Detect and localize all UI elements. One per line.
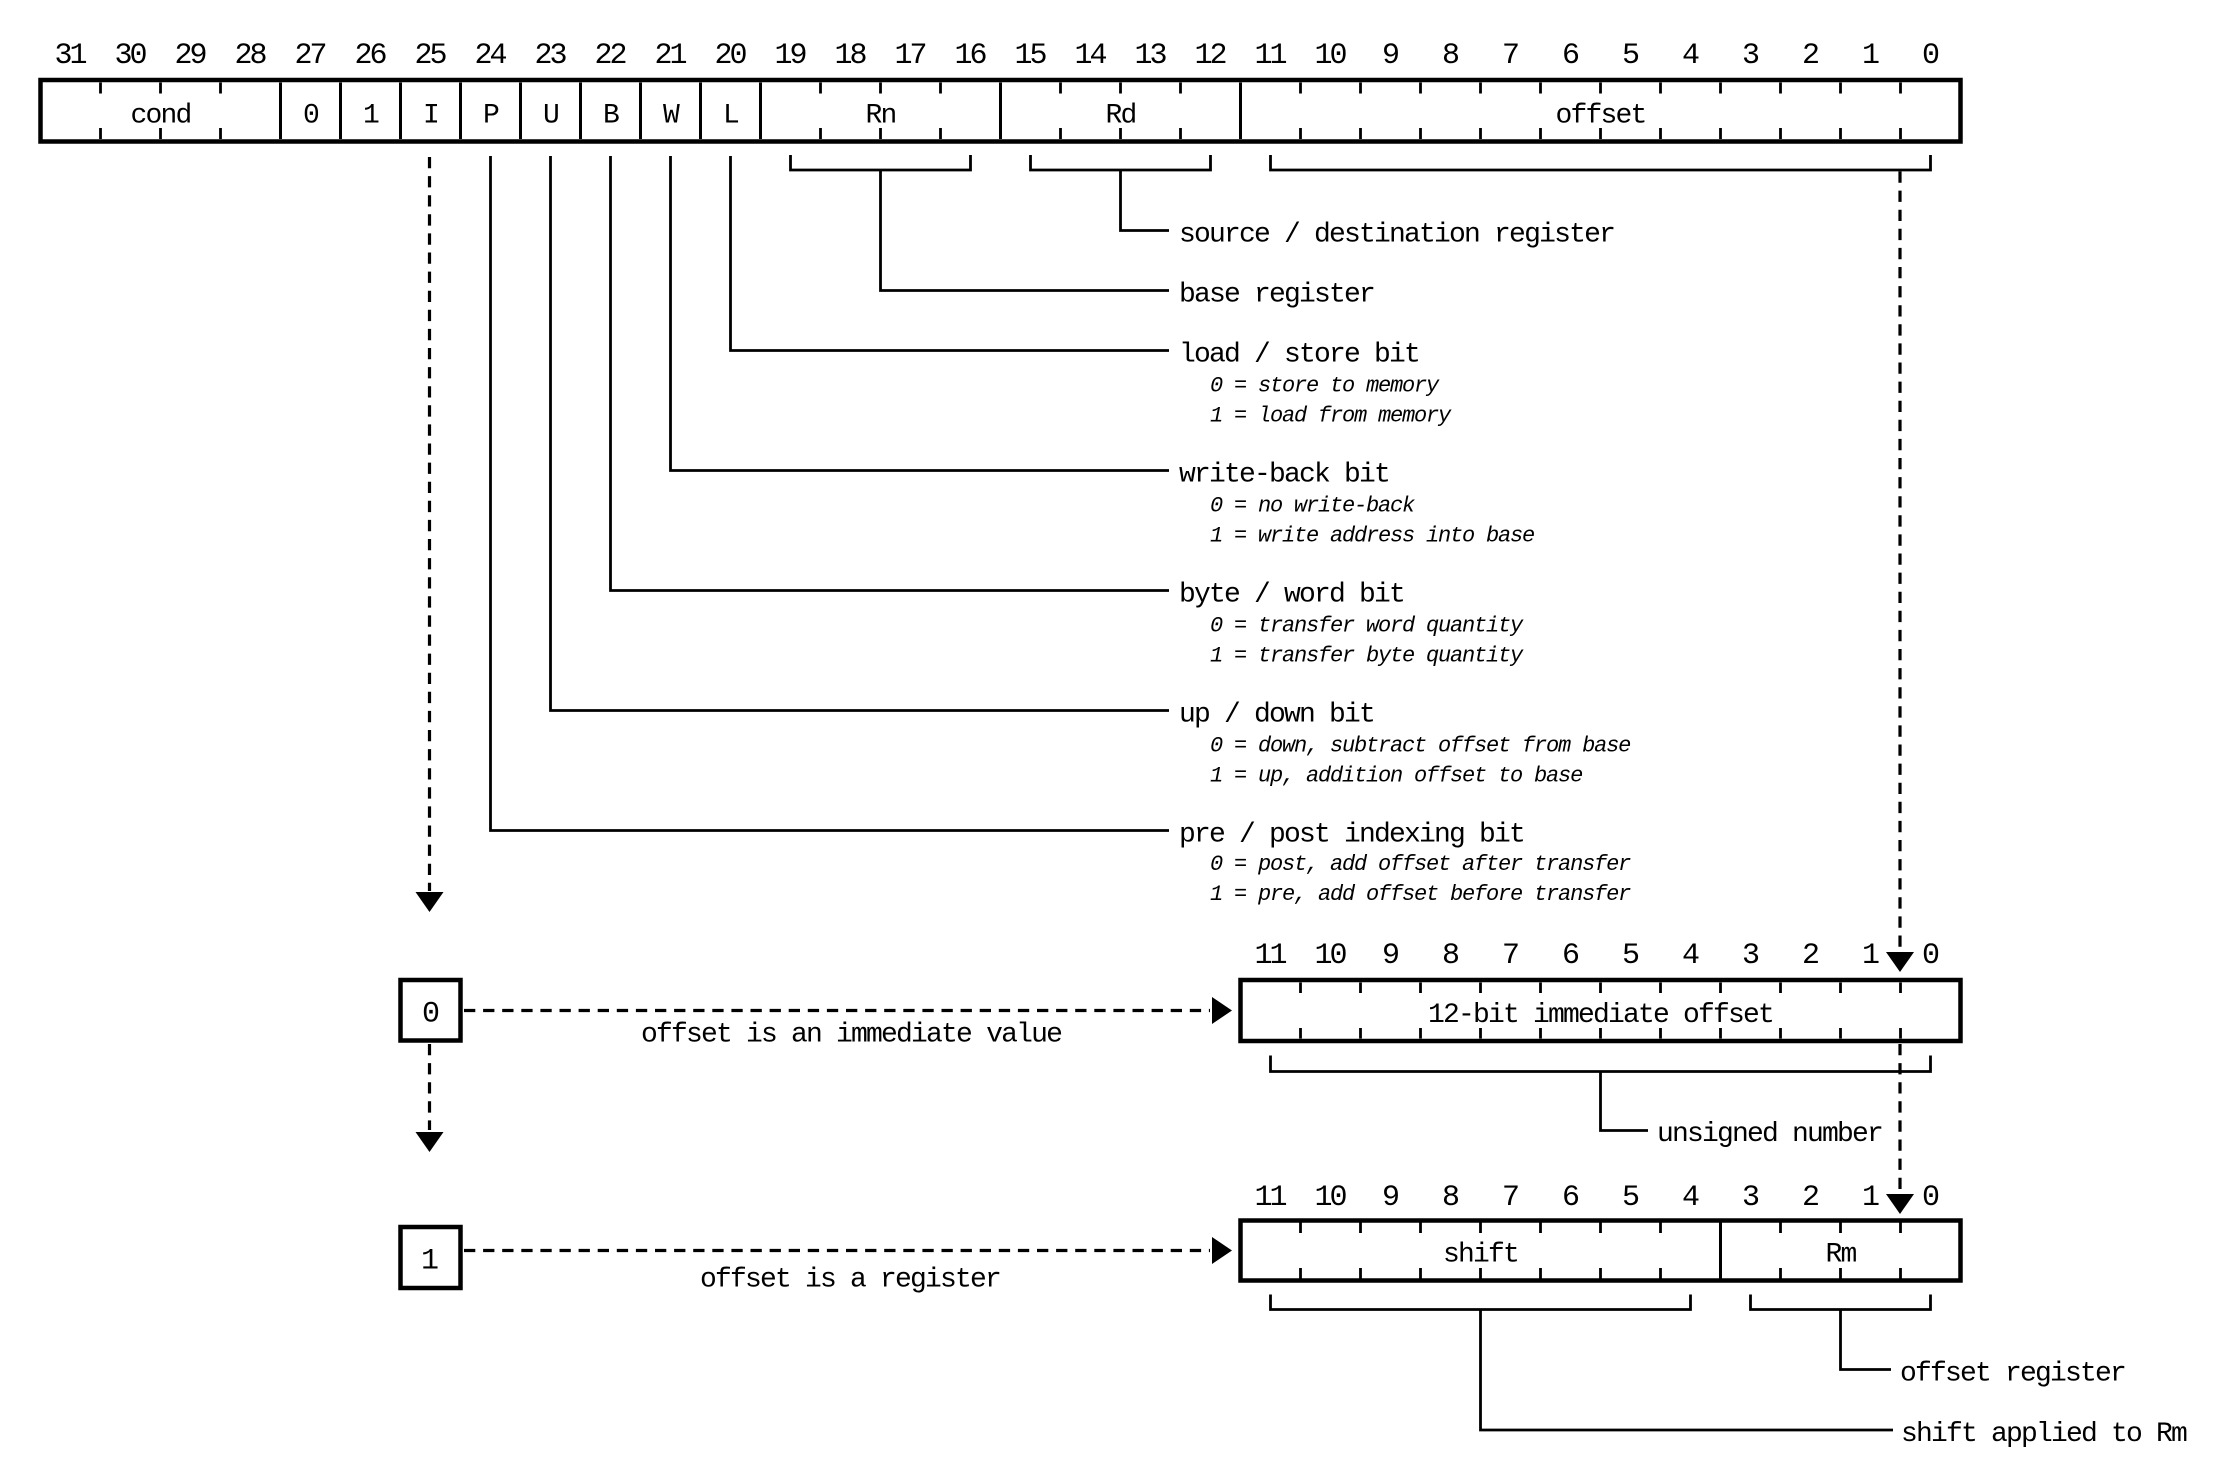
svg-text:8: 8 — [1442, 1181, 1459, 1215]
svg-text:write-back bit: write-back bit — [1179, 460, 1389, 491]
svg-text:6: 6 — [1562, 39, 1579, 73]
svg-text:23: 23 — [534, 39, 566, 73]
svg-text:1 = transfer byte quantity: 1 = transfer byte quantity — [1210, 644, 1524, 669]
svg-text:U: U — [543, 101, 558, 132]
svg-text:offset is a register: offset is a register — [700, 1265, 1000, 1296]
svg-text:8: 8 — [1442, 39, 1459, 73]
svg-text:4: 4 — [1682, 939, 1699, 973]
svg-text:29: 29 — [174, 39, 205, 73]
svg-text:1: 1 — [363, 101, 379, 132]
svg-text:0 = store to memory: 0 = store to memory — [1210, 374, 1440, 399]
svg-text:I: I — [423, 101, 438, 132]
svg-text:1: 1 — [1862, 939, 1879, 973]
svg-text:offset is an immediate value: offset is an immediate value — [641, 1020, 1061, 1051]
svg-text:1: 1 — [1862, 39, 1879, 73]
svg-text:shift: shift — [1443, 1240, 1518, 1271]
svg-text:6: 6 — [1562, 939, 1579, 973]
svg-text:up / down bit: up / down bit — [1179, 700, 1374, 731]
svg-text:22: 22 — [594, 39, 625, 73]
svg-text:12: 12 — [1194, 39, 1225, 73]
svg-text:11: 11 — [1254, 1181, 1286, 1215]
svg-text:0 = no write-back: 0 = no write-back — [1210, 494, 1415, 519]
svg-text:26: 26 — [354, 39, 386, 73]
svg-text:1 = write address into base: 1 = write address into base — [1210, 524, 1534, 549]
svg-text:10: 10 — [1314, 39, 1346, 73]
svg-text:25: 25 — [414, 39, 446, 73]
svg-text:16: 16 — [954, 39, 986, 73]
svg-text:1 = up, addition offset to bas: 1 = up, addition offset to base — [1210, 764, 1582, 789]
svg-text:0: 0 — [1922, 1181, 1939, 1215]
svg-text:1 = pre, add offset before tra: 1 = pre, add offset before transfer — [1210, 882, 1631, 907]
svg-text:0: 0 — [303, 101, 319, 132]
svg-text:3: 3 — [1742, 39, 1759, 73]
svg-text:P: P — [483, 101, 499, 132]
svg-text:19: 19 — [774, 39, 805, 73]
svg-text:offset register: offset register — [1900, 1359, 2125, 1390]
svg-text:12-bit immediate offset: 12-bit immediate offset — [1428, 1000, 1773, 1031]
svg-text:4: 4 — [1682, 39, 1699, 73]
svg-text:5: 5 — [1622, 39, 1639, 73]
svg-text:1: 1 — [1862, 1181, 1879, 1215]
svg-text:10: 10 — [1314, 939, 1346, 973]
svg-text:7: 7 — [1502, 939, 1518, 973]
svg-text:24: 24 — [474, 39, 506, 73]
svg-text:Rm: Rm — [1825, 1240, 1856, 1271]
svg-text:7: 7 — [1502, 1181, 1518, 1215]
svg-text:21: 21 — [654, 39, 686, 73]
svg-text:0 = post, add offset after tra: 0 = post, add offset after transfer — [1210, 852, 1631, 877]
svg-text:unsigned number: unsigned number — [1657, 1119, 1882, 1150]
svg-text:4: 4 — [1682, 1181, 1699, 1215]
svg-text:0: 0 — [1922, 939, 1939, 973]
svg-text:3: 3 — [1742, 939, 1759, 973]
svg-text:0 = down, subtract offset from: 0 = down, subtract offset from base — [1210, 734, 1630, 759]
svg-text:28: 28 — [234, 39, 266, 73]
svg-text:L: L — [723, 101, 739, 132]
svg-text:13: 13 — [1134, 39, 1166, 73]
svg-text:27: 27 — [294, 39, 325, 73]
svg-text:Rn: Rn — [865, 101, 895, 132]
svg-text:15: 15 — [1014, 39, 1046, 73]
svg-text:1 = load from memory: 1 = load from memory — [1210, 404, 1452, 429]
svg-text:14: 14 — [1074, 39, 1106, 73]
svg-text:6: 6 — [1562, 1181, 1579, 1215]
svg-text:31: 31 — [54, 39, 86, 73]
svg-text:Rd: Rd — [1105, 101, 1135, 132]
svg-text:offset: offset — [1555, 101, 1645, 132]
svg-text:17: 17 — [894, 39, 925, 73]
svg-text:1: 1 — [421, 1245, 438, 1279]
svg-text:0 = transfer word quantity: 0 = transfer word quantity — [1210, 614, 1524, 639]
svg-text:9: 9 — [1382, 1181, 1398, 1215]
svg-text:9: 9 — [1382, 939, 1398, 973]
svg-text:cond: cond — [130, 101, 190, 132]
svg-text:2: 2 — [1802, 939, 1818, 973]
svg-text:20: 20 — [714, 39, 746, 73]
svg-text:30: 30 — [114, 39, 146, 73]
svg-text:8: 8 — [1442, 939, 1459, 973]
svg-text:11: 11 — [1254, 39, 1286, 73]
svg-text:5: 5 — [1622, 1181, 1639, 1215]
svg-text:2: 2 — [1802, 39, 1818, 73]
svg-text:7: 7 — [1502, 39, 1518, 73]
svg-text:9: 9 — [1382, 39, 1398, 73]
svg-text:load / store bit: load / store bit — [1179, 340, 1419, 371]
svg-text:10: 10 — [1314, 1181, 1346, 1215]
svg-text:11: 11 — [1254, 939, 1286, 973]
svg-text:base register: base register — [1179, 280, 1374, 311]
svg-text:3: 3 — [1742, 1181, 1759, 1215]
svg-text:shift applied to Rm: shift applied to Rm — [1901, 1419, 2187, 1450]
svg-text:byte / word bit: byte / word bit — [1179, 580, 1404, 611]
svg-text:0: 0 — [422, 998, 439, 1032]
svg-text:0: 0 — [1922, 39, 1939, 73]
svg-text:W: W — [663, 101, 680, 132]
svg-text:pre / post indexing bit: pre / post indexing bit — [1179, 820, 1524, 851]
svg-text:18: 18 — [834, 39, 866, 73]
svg-text:2: 2 — [1802, 1181, 1818, 1215]
svg-text:source / destination register: source / destination register — [1179, 220, 1614, 251]
svg-text:5: 5 — [1622, 939, 1639, 973]
svg-text:B: B — [603, 101, 619, 132]
